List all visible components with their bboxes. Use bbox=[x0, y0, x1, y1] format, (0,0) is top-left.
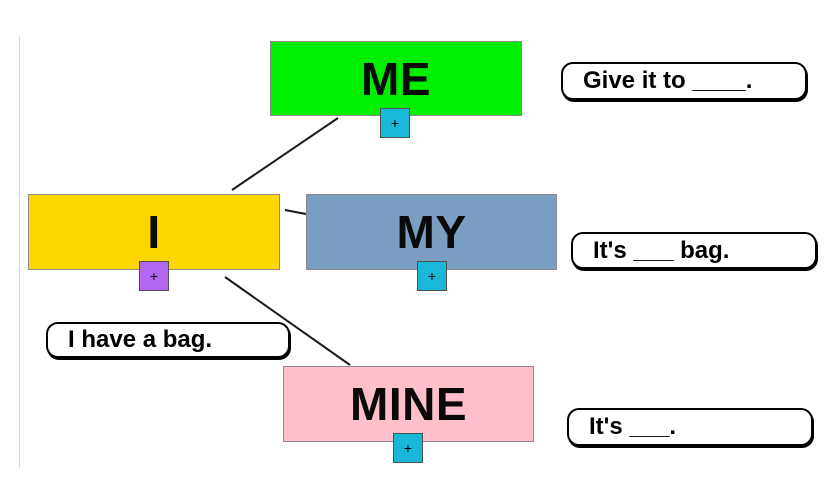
node-my-label: MY bbox=[396, 206, 467, 258]
sentence-me-text: Give it to ____. bbox=[583, 67, 753, 94]
sentence-mine-text: It's ___. bbox=[589, 413, 677, 440]
node-my[interactable]: MY bbox=[306, 194, 557, 270]
left-divider bbox=[19, 36, 20, 468]
node-i[interactable]: I bbox=[28, 194, 280, 270]
sentence-bubble-my: It's ___ bag. bbox=[571, 232, 817, 269]
link-i-me bbox=[231, 117, 339, 191]
plus-icon: + bbox=[390, 115, 400, 131]
sentence-bubble-i: I have a bag. bbox=[46, 322, 290, 358]
node-mine-label: MINE bbox=[350, 378, 467, 430]
plus-icon: + bbox=[403, 440, 413, 456]
plus-icon: + bbox=[427, 268, 437, 284]
expand-my-button[interactable]: + bbox=[417, 261, 447, 291]
link-i-my bbox=[284, 209, 307, 215]
plus-icon: + bbox=[149, 268, 159, 284]
expand-mine-button[interactable]: + bbox=[393, 433, 423, 463]
expand-me-button[interactable]: + bbox=[380, 108, 410, 138]
node-me-label: ME bbox=[361, 52, 431, 105]
sentence-i-text: I have a bag. bbox=[68, 326, 213, 353]
link-i-mine bbox=[224, 276, 351, 366]
node-me[interactable]: ME bbox=[270, 41, 522, 116]
expand-i-button[interactable]: + bbox=[139, 261, 169, 291]
node-mine[interactable]: MINE bbox=[283, 366, 534, 442]
sentence-bubble-me: Give it to ____. bbox=[561, 62, 807, 100]
node-i-label: I bbox=[147, 206, 161, 258]
sentence-bubble-mine: It's ___. bbox=[567, 408, 813, 446]
sentence-my-text: It's ___ bag. bbox=[593, 236, 730, 264]
